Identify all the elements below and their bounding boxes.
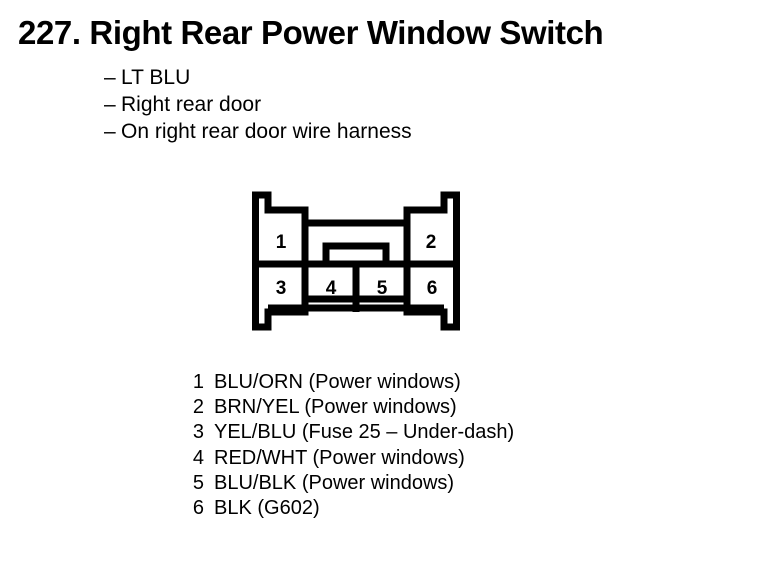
pin-number-1: 1 [276,232,287,253]
pin-legend-description: BLK (G602) [214,497,320,520]
list-item: 5 BLU/BLK (Power windows) [180,471,514,496]
pin-number-6: 6 [427,278,438,299]
pin-legend-description: RED/WHT (Power windows) [214,446,465,469]
list-item: 3 YEL/BLU (Fuse 25 – Under-dash) [180,420,514,445]
pin-legend-number: 5 [192,471,204,494]
attribute-item-harness: –On right rear door wire harness [104,118,412,145]
list-item: 4 RED/WHT (Power windows) [180,446,514,471]
pin-legend-number: 3 [192,421,204,444]
connector-diagram: 1 2 3 4 5 6 [248,190,464,332]
pin-legend-number: 6 [192,497,204,520]
pin-number-5: 5 [377,278,388,299]
list-item: 1 BLU/ORN (Power windows) [180,370,514,395]
connector-svg: 1 2 3 4 5 6 [252,191,460,331]
dash-bullet-icon: – [104,120,116,143]
list-item: 2 BRN/YEL (Power windows) [180,395,514,420]
attribute-item-color: –LT BLU [104,64,412,91]
pin-number-3: 3 [276,278,287,299]
attribute-label: On right rear door wire harness [121,120,412,143]
pin-legend-number: 1 [192,371,204,393]
pin-number-4: 4 [326,278,337,299]
pin-legend-list: 1 BLU/ORN (Power windows) 2 BRN/YEL (Power… [180,370,514,521]
page-title: 227. Right Rear Power Window Switch [18,14,604,51]
attribute-item-location: –Right rear door [104,91,412,118]
attribute-label: LT BLU [121,66,191,89]
pin-number-2: 2 [426,232,437,253]
pin-legend-description: YEL/BLU (Fuse 25 – Under-dash) [214,421,515,444]
pin-legend-description: BRN/YEL (Power windows) [214,396,457,419]
dash-bullet-icon: – [104,93,116,116]
attribute-label: Right rear door [121,93,262,116]
pin-legend-description: BLU/BLK (Power windows) [214,471,455,494]
list-item: 6 BLK (G602) [180,496,514,521]
dash-bullet-icon: – [104,66,116,89]
pin-legend-number: 2 [192,396,204,419]
pin-legend-number: 4 [192,446,204,469]
center-locking-tab [322,242,390,264]
attribute-list: –LT BLU –Right rear door –On right rear … [104,64,412,145]
pin-legend-description: BLU/ORN (Power windows) [214,371,461,393]
